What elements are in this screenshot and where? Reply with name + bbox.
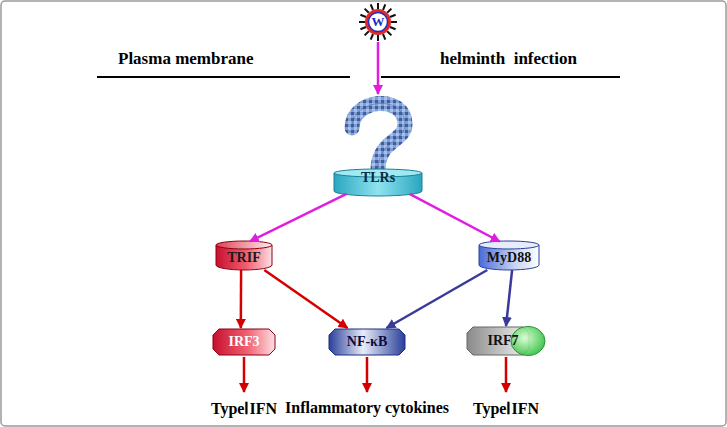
signal-node: MyD88 xyxy=(478,240,540,270)
node-label: TRIF xyxy=(227,250,260,266)
pathogen-icon: W xyxy=(358,2,398,42)
region-label: helminth infection xyxy=(440,49,610,69)
membrane-line xyxy=(97,76,350,78)
signal-arrow xyxy=(410,194,500,242)
membrane-line xyxy=(381,76,620,78)
signal-arrow xyxy=(240,270,243,328)
output-label: TypeⅠIFN xyxy=(426,399,586,418)
node-label: MyD88 xyxy=(487,250,531,266)
signal-arrow xyxy=(264,270,347,328)
node-label: W xyxy=(372,14,385,30)
output-arrow xyxy=(505,357,508,392)
signal-arrow xyxy=(506,270,512,326)
output-label: Inflammatory cytokines xyxy=(262,399,472,417)
signal-node: IRF7 xyxy=(466,326,546,356)
signal-node: TRIF xyxy=(215,240,273,270)
signal-node: IRF3 xyxy=(212,328,276,356)
signal-arrow xyxy=(387,270,488,328)
node-label: TLRs xyxy=(361,170,395,186)
signal-node: NF-κB xyxy=(328,328,406,356)
signal-arrow xyxy=(377,42,380,94)
region-label: Plasma membrane xyxy=(118,49,288,69)
node-label: NF-κB xyxy=(347,334,387,350)
signal-arrow xyxy=(250,194,347,242)
node-label: IRF3 xyxy=(228,334,259,350)
output-arrow xyxy=(243,357,246,392)
node-label: IRF7 xyxy=(487,333,518,349)
receptor-cylinder: TLRs xyxy=(333,94,423,198)
output-arrow xyxy=(366,357,369,392)
